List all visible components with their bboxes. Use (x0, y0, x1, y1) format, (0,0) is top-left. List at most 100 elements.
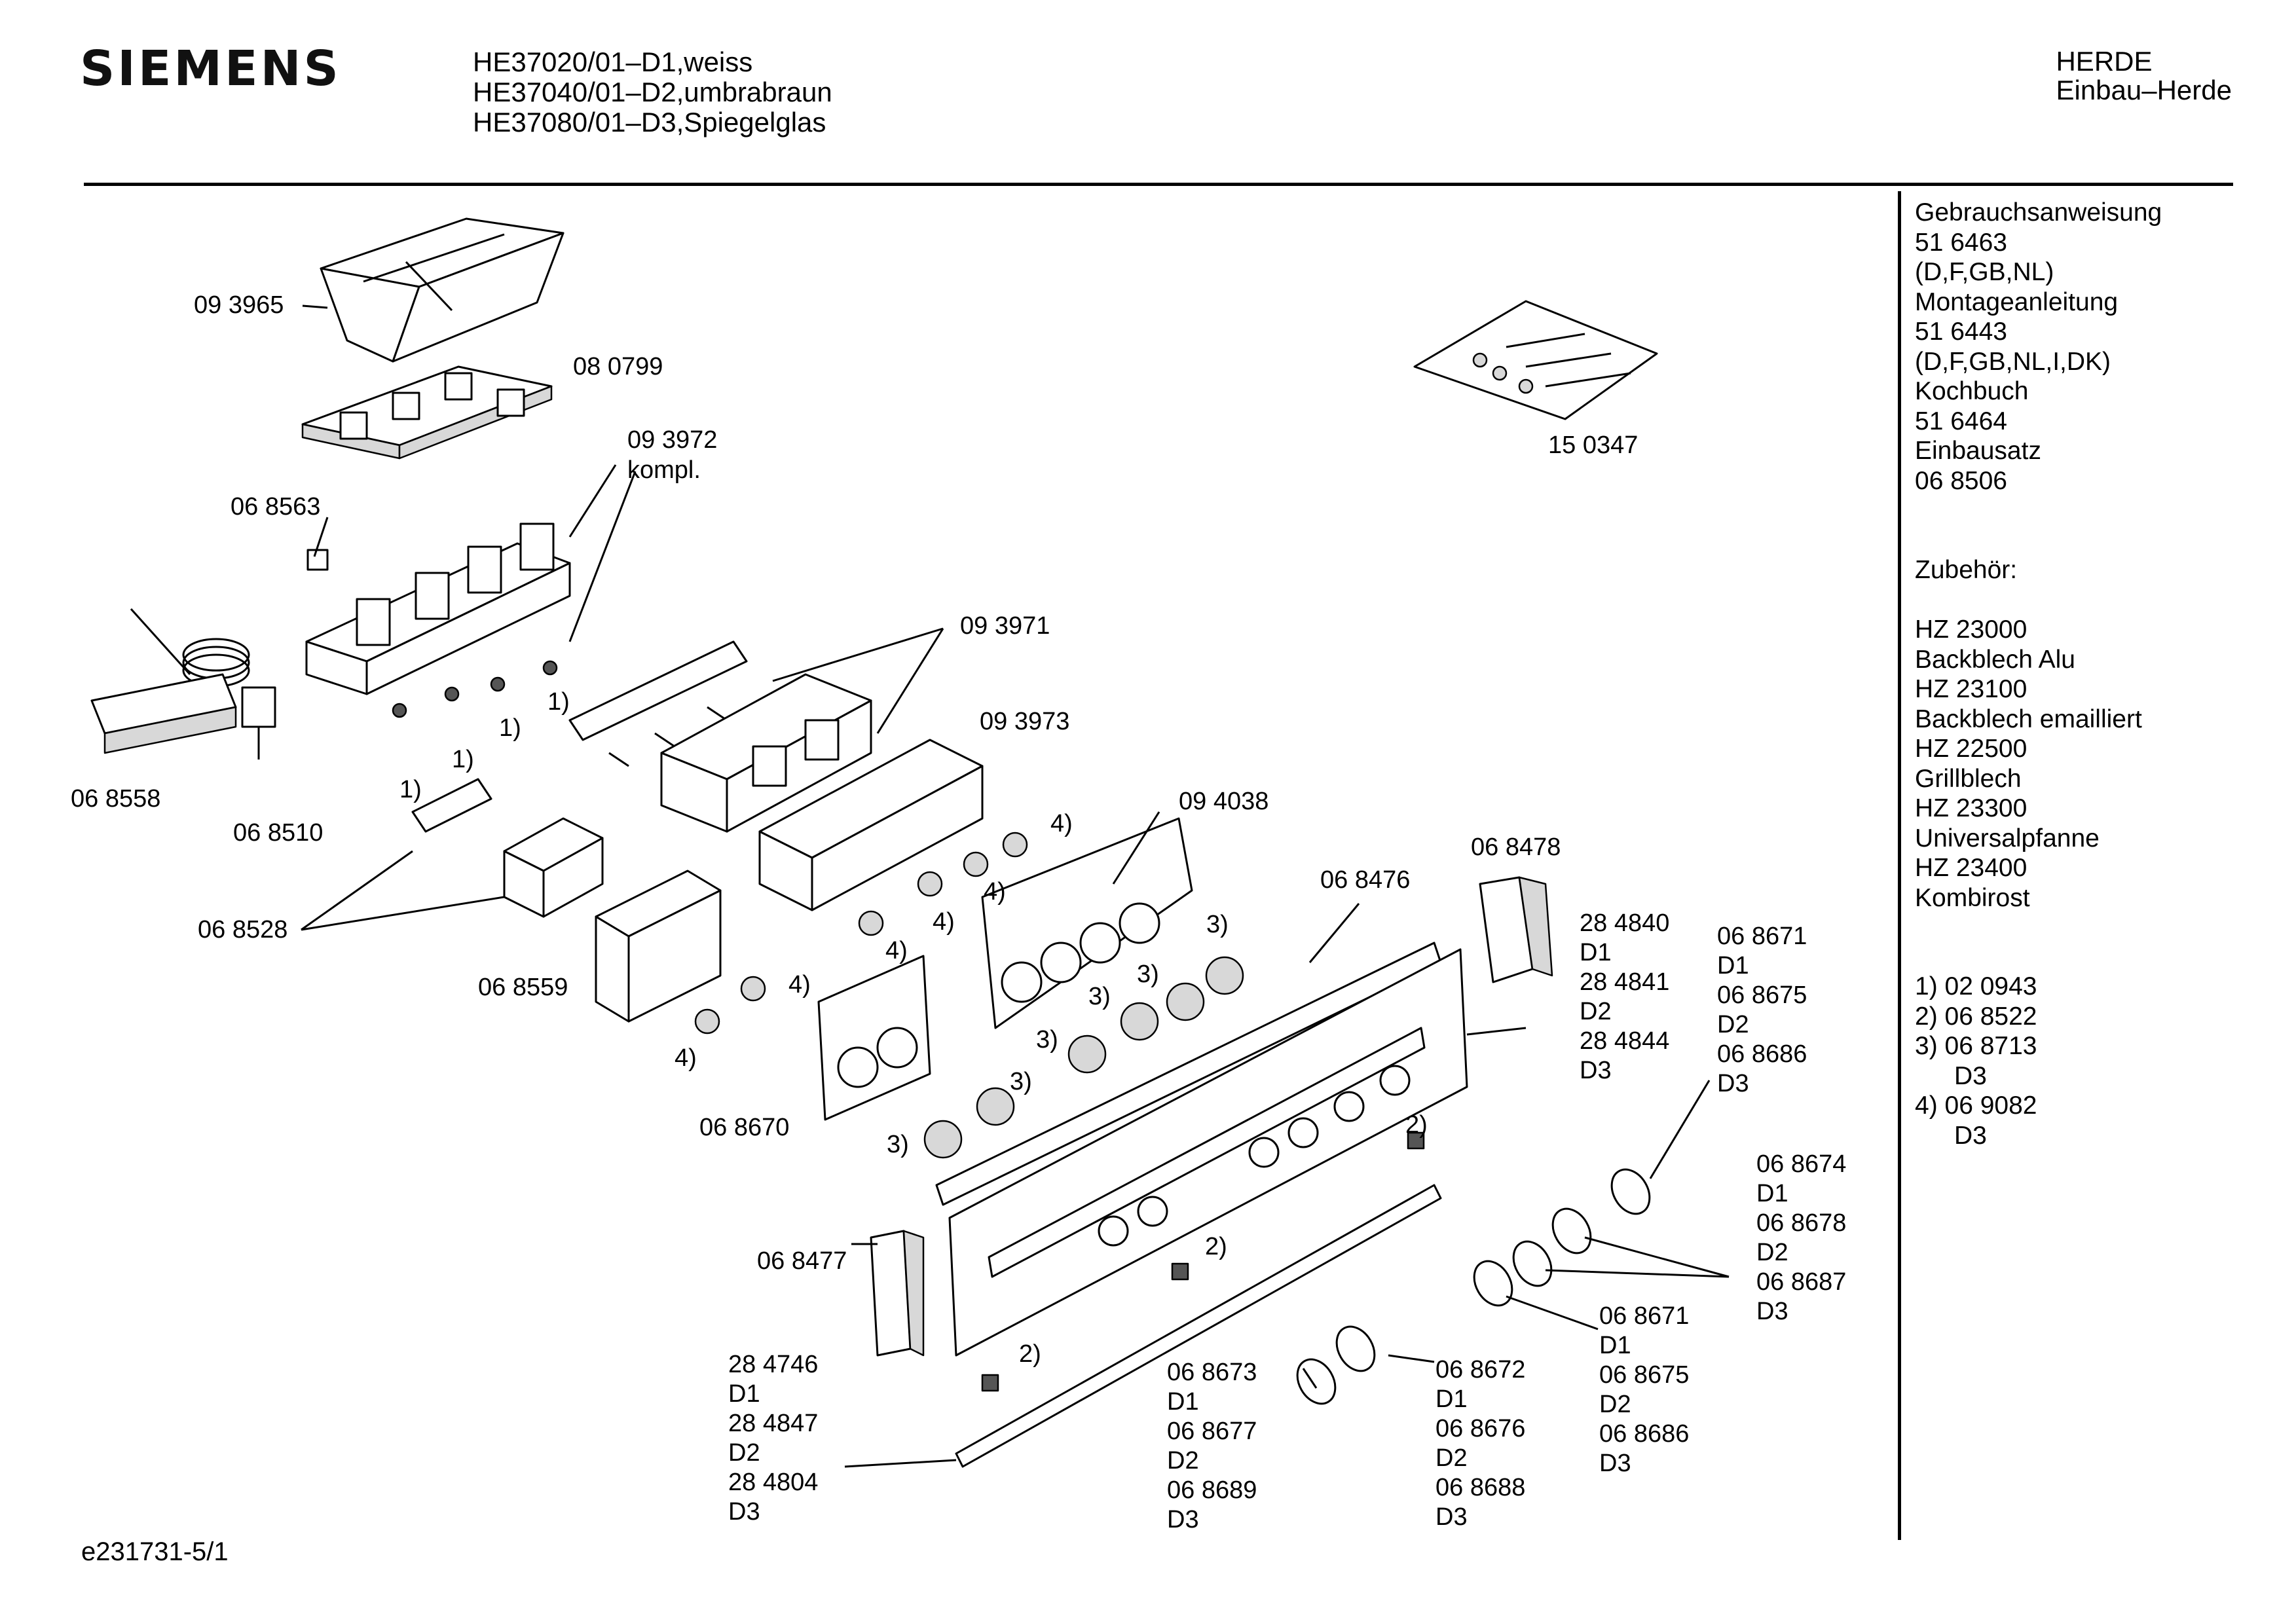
group-line: D3 (1580, 1057, 1612, 1084)
callout-3: 3) (887, 1131, 909, 1158)
label-068510: 06 8510 (233, 819, 323, 847)
accessory-line: HZ 23300 (1915, 794, 2028, 822)
group-line: D3 (728, 1498, 760, 1526)
label-093965: 09 3965 (194, 291, 284, 319)
group-line: D2 (728, 1439, 760, 1467)
doc-line: 51 6463 (1915, 228, 2007, 257)
label-group-068674: 06 8674 D1 06 8678 D2 06 8687 D3 (1756, 1150, 1846, 1325)
part-control-frame (981, 817, 1193, 1029)
doc-line: 51 6443 (1915, 318, 2007, 346)
accessory-line: HZ 23400 (1915, 854, 2028, 882)
group-line: D3 (1717, 1070, 1749, 1097)
documentation-list: Gebrauchsanweisung 51 6463 (D,F,GB,NL) M… (1915, 198, 2162, 913)
category-line: Einbau–Herde (2056, 75, 2232, 105)
part-control-panel (948, 948, 1468, 1357)
group-line: 06 8674 (1756, 1150, 1846, 1178)
group-line: D2 (1756, 1239, 1788, 1266)
model-line: HE37080/01–D3,Spiegelglas (473, 107, 826, 137)
accessory-line: Grillblech (1915, 764, 2022, 793)
part-frame (301, 365, 553, 460)
group-line: 06 8686 (1599, 1420, 1689, 1448)
group-line: D1 (1580, 939, 1612, 966)
part-screw-bag (1413, 300, 1658, 420)
label-093971: 09 3971 (960, 612, 1050, 640)
label-068670: 06 8670 (699, 1114, 789, 1141)
callout-2: 2) (1205, 1233, 1227, 1260)
model-list: HE37020/01–D1,weiss HE37040/01–D2,umbrab… (473, 47, 832, 137)
callout-1: 1) (452, 746, 474, 773)
callout-4: 4) (984, 878, 1006, 906)
group-line: 06 8688 (1435, 1474, 1525, 1501)
group-line: D3 (1599, 1450, 1631, 1477)
label-group-068671-top: 06 8671 D1 06 8675 D2 06 8686 D3 (1717, 923, 1807, 1097)
accessory-line: HZ 23100 (1915, 675, 2028, 703)
accessory-line: Backblech Alu (1915, 645, 2075, 674)
group-line: D3 (1435, 1503, 1468, 1531)
callout-4: 4) (675, 1044, 697, 1072)
part-switch-block (305, 522, 571, 718)
group-line: 28 4804 (728, 1469, 818, 1496)
exploded-parts-diagram: 09 3965 08 0799 09 3972 kompl. 06 8563 0… (71, 217, 1846, 1533)
part-strip (568, 640, 748, 767)
label-068528: 06 8528 (198, 916, 287, 943)
group-line: D2 (1599, 1391, 1631, 1418)
group-line: 28 4840 (1580, 909, 1669, 937)
label-080799: 08 0799 (573, 353, 663, 380)
callout-1: 1) (499, 714, 521, 742)
label-group-068671-bottom: 06 8671 D1 06 8675 D2 06 8686 D3 (1599, 1302, 1689, 1477)
callout-4: 4) (933, 908, 955, 936)
group-line: 06 8686 (1717, 1040, 1807, 1068)
group-line: 28 4841 (1580, 968, 1669, 996)
label-group-068673: 06 8673 D1 06 8677 D2 06 8689 D3 (1167, 1359, 1257, 1533)
group-line: D1 (1756, 1180, 1788, 1207)
doc-line: (D,F,GB,NL,I,DK) (1915, 347, 2111, 376)
model-line: HE37020/01–D1,weiss (473, 46, 753, 77)
category-line: HERDE (2056, 46, 2153, 77)
label-kompl: kompl. (627, 456, 701, 484)
group-line: D2 (1167, 1447, 1199, 1475)
callout-4: 4) (885, 937, 908, 964)
label-group-068672: 06 8672 D1 06 8676 D2 06 8688 D3 (1435, 1356, 1525, 1531)
accessories-title: Zubehör: (1915, 556, 2018, 584)
footnote-line: 3) 06 8713 (1915, 1032, 2037, 1060)
callout-1: 1) (399, 776, 422, 803)
label-093972: 09 3972 (627, 426, 717, 454)
doc-line: Montageanleitung (1915, 287, 2119, 316)
doc-line: 06 8506 (1915, 466, 2007, 495)
part-knob-drivers (694, 832, 1244, 1159)
group-line: D1 (1599, 1332, 1631, 1359)
footnote-line: 4) 06 9082 (1915, 1091, 2037, 1120)
group-line: D1 (728, 1380, 760, 1408)
footnote-line: 2) 06 8522 (1915, 1002, 2037, 1031)
label-068563: 06 8563 (231, 493, 320, 521)
doc-line: Gebrauchsanweisung (1915, 198, 2162, 227)
group-line: 06 8675 (1599, 1361, 1689, 1389)
group-line: D3 (1756, 1298, 1788, 1325)
part-bracket-small (595, 870, 722, 1023)
model-line: HE37040/01–D2,umbrabraun (473, 77, 832, 107)
sidebar-divider (1898, 191, 1901, 1540)
group-line: 06 8675 (1717, 981, 1807, 1009)
footnotes-list: 1) 02 0943 2) 06 8522 3) 06 8713 D3 4) 0… (1915, 972, 2037, 1150)
group-line: 28 4746 (728, 1351, 818, 1378)
part-thermostat (90, 608, 276, 760)
label-150347: 15 0347 (1548, 431, 1638, 459)
part-clip (306, 549, 329, 571)
group-line: D1 (1435, 1385, 1468, 1413)
callout-3: 3) (1206, 911, 1229, 938)
footnote-line: D3 (1954, 1121, 1987, 1150)
part-bottom-strip (955, 1184, 1442, 1468)
part-bracket-right (1479, 876, 1553, 983)
callout-2: 2) (1019, 1340, 1041, 1368)
part-bracket-left (870, 1230, 925, 1357)
part-clips (981, 1131, 1425, 1392)
doc-line: Kochbuch (1915, 377, 2029, 405)
part-small-assembly (411, 778, 604, 918)
footnote-line: 1) 02 0943 (1915, 972, 2037, 1000)
group-line: D2 (1717, 1011, 1749, 1038)
part-tray (320, 217, 565, 363)
group-line: D2 (1435, 1444, 1468, 1472)
group-line: 06 8671 (1599, 1302, 1689, 1330)
group-line: D1 (1167, 1388, 1199, 1416)
group-line: 06 8671 (1717, 923, 1807, 950)
